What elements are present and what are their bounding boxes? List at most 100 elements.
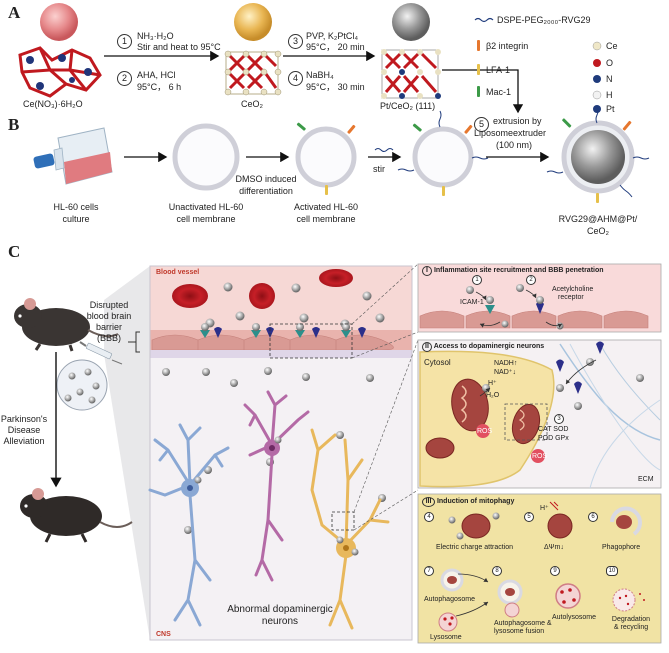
cns-label: CNS	[156, 631, 171, 638]
stir-label: stir	[373, 164, 385, 174]
box3-step-4: 4	[424, 512, 434, 522]
cell-culture-flask	[33, 127, 113, 185]
ceo2-sphere	[234, 3, 272, 41]
condition-4-line1: NaBH₄	[306, 70, 334, 80]
condition-3-line1: PVP, K₂PtCl₄	[306, 31, 359, 41]
bbb-line1: Disrupted	[89, 300, 129, 310]
box3-title-text: Induction of mitophagy	[436, 498, 515, 505]
ce-nitrate-lattice	[18, 46, 102, 98]
autolysosome-label: Autolysosome	[552, 614, 596, 621]
final-product-line2: CeO₂	[587, 226, 609, 236]
box1-roman: I	[422, 266, 432, 276]
panel-letter-a: A	[8, 3, 21, 22]
condition-2-line1: AHA, HCl	[137, 70, 176, 80]
box3-step-5: 5	[524, 512, 534, 522]
legend-ce: Ce	[606, 41, 618, 51]
mitochondrion-3	[425, 437, 455, 459]
box1-title: I Inflammation site recruitment and BBB …	[422, 266, 604, 276]
box1-title-text: Inflammation site recruitment and BBB pe…	[433, 267, 604, 274]
step-1-marker: 1	[117, 34, 132, 49]
legend-mac1: Mac-1	[486, 87, 512, 97]
pd-line3: Alleviation	[3, 436, 45, 446]
degradation-line2: & recycling	[613, 624, 649, 631]
mitochondrion-1	[451, 378, 489, 432]
syringe	[79, 341, 123, 365]
mouse-bottom	[20, 488, 133, 543]
bbb-line3: barrier	[95, 322, 122, 332]
legend-o: O	[606, 58, 614, 68]
activated-line2: cell membrane	[296, 214, 356, 224]
blood-vessel-label: Blood vessel	[156, 269, 200, 276]
ach-line1: Acetylcholine	[552, 286, 594, 293]
step-3-marker: 3	[288, 34, 303, 49]
mouse-top	[14, 298, 119, 352]
condition-1-line1: NH₃·H₂O	[137, 31, 174, 41]
mitochondrion-2	[511, 403, 541, 445]
legend-n: N	[606, 74, 613, 84]
enzymes-line2: POD GPx	[538, 435, 569, 442]
unactivated-line1: Unactivated HL-60	[168, 202, 244, 212]
panel-letter-c: C	[8, 242, 21, 261]
lysosome-label: Lysosome	[430, 634, 462, 641]
neurons-line1: Abnormal dopaminergic	[227, 604, 333, 615]
legend-b2-integrin: β2 integrin	[486, 41, 529, 51]
panel-letter-b: B	[8, 115, 20, 134]
ach-line2: receptor	[558, 294, 584, 301]
step-4-marker: 4	[288, 71, 303, 86]
box3-step-8: 8	[492, 566, 502, 576]
pt-ceo2-lattice	[381, 49, 441, 99]
dpsi-label: ΔΨm↓	[544, 544, 564, 551]
fusion-line1: Autophagosome &	[494, 620, 552, 627]
purple-neuron	[243, 390, 310, 582]
box2-step-3: 3	[554, 414, 564, 424]
box1-step-1: 1	[472, 275, 482, 285]
extrusion-line2: Liposomeextruder	[474, 128, 547, 138]
hl60-culture-line2: culture	[62, 214, 90, 224]
box3-roman: III	[422, 497, 435, 507]
box3-step-6: 6	[588, 512, 598, 522]
legend-h: H	[606, 90, 613, 100]
nadh-label: NADH↑	[494, 360, 518, 367]
ros-label-2: ROS	[532, 453, 548, 460]
box1-step-2: 2	[526, 275, 536, 285]
box3-step-10: 10	[606, 566, 618, 576]
condition-3-line2: 95°C， 20 min	[306, 42, 365, 52]
box3-step-9: 9	[550, 566, 560, 576]
hl60-culture-line1: HL-60 cells	[53, 202, 99, 212]
ceo2-lattice	[224, 50, 282, 96]
unactivated-line2: cell membrane	[176, 214, 236, 224]
pd-line1: Parkinson's	[0, 414, 48, 424]
box2-title-text: Access to dopaminergic neurons	[433, 343, 545, 350]
cytosol-label: Cytosol	[424, 358, 451, 367]
legend-dspe-peg: DSPE-PEG₂₀₀₀-RVG29	[497, 15, 591, 25]
dmso-line1: DMSO induced	[235, 174, 297, 184]
legend-lfa1: LFA-1	[486, 65, 511, 75]
enzymes-line1: CAT SOD	[538, 426, 569, 433]
legend-pt: Pt	[606, 104, 615, 114]
neurons-line2: neurons	[261, 616, 299, 627]
final-product-line1: RVG29@AHM@Pt/	[558, 214, 638, 224]
phagophore-label: Phagophore	[602, 544, 641, 551]
precursor-label: Ce(NO₃)·6H₂O	[23, 99, 83, 109]
dmso-line2: differentiation	[239, 186, 293, 196]
blue-neuron	[148, 423, 230, 627]
pd-line2: Disease	[7, 425, 41, 435]
hplus-label: H⁺	[488, 380, 497, 387]
ce-precursor-sphere	[40, 3, 78, 41]
condition-2-line2: 95°C， 6 h	[137, 82, 182, 92]
extrusion-line1: extrusion by	[493, 116, 542, 126]
box2-title: II Access to dopaminergic neurons	[422, 342, 544, 352]
nad-label: NAD⁺↓	[494, 369, 516, 376]
condition-1-line2: Stir and heat to 95°C	[137, 42, 221, 52]
electric-attraction-label: Electric charge attraction	[436, 544, 514, 551]
bbb-line2: blood brain	[86, 311, 132, 321]
box2-roman: II	[422, 342, 432, 352]
extrusion-line3: (100 nm)	[496, 140, 533, 150]
icam-label: ICAM-1	[460, 299, 484, 306]
step-5-marker: 5	[474, 117, 489, 132]
autophagosome-label: Autophagosome	[424, 596, 475, 603]
box3-step-7: 7	[424, 566, 434, 576]
box3-title: III Induction of mitophagy	[422, 497, 514, 507]
activated-line1: Activated HL-60	[293, 202, 359, 212]
